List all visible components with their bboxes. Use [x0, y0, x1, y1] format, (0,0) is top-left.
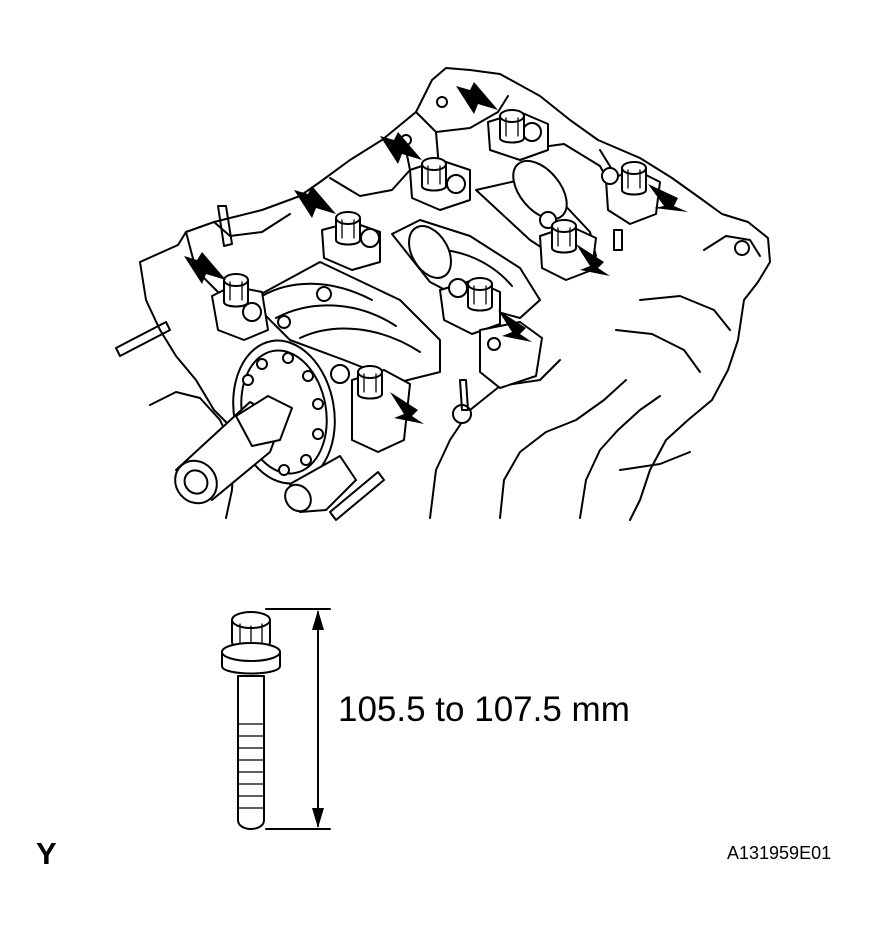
figure-code: A131959E01 — [727, 843, 832, 863]
view-letter: Y — [36, 836, 57, 871]
pins — [115, 205, 623, 521]
bolt-head — [421, 157, 447, 192]
arrow-icon — [576, 244, 610, 276]
bolt-head — [223, 273, 249, 308]
arrow-icon — [380, 132, 422, 164]
arrow-icon — [456, 82, 498, 114]
sprocket-holes — [242, 352, 324, 476]
callout-arrows — [184, 82, 688, 424]
cylinder-head-outline — [139, 67, 771, 521]
bolt-head — [499, 109, 525, 144]
arrow-icon — [294, 186, 336, 218]
arrow-icon — [648, 184, 688, 212]
bolt-head — [467, 277, 493, 312]
bolt-detail — [221, 608, 331, 830]
cam-sprocket — [174, 339, 357, 513]
arrow-icon — [184, 252, 226, 284]
bolt-head — [357, 365, 383, 400]
head-top-edge — [185, 95, 665, 293]
cap-bolts — [223, 109, 647, 400]
bolt-head — [551, 219, 577, 254]
bolt-head — [621, 161, 647, 196]
dimension-label: 105.5 to 107.5 mm — [338, 690, 630, 729]
arrow-icon — [498, 310, 532, 342]
bolt-head — [335, 211, 361, 246]
arrow-icon — [390, 392, 424, 424]
